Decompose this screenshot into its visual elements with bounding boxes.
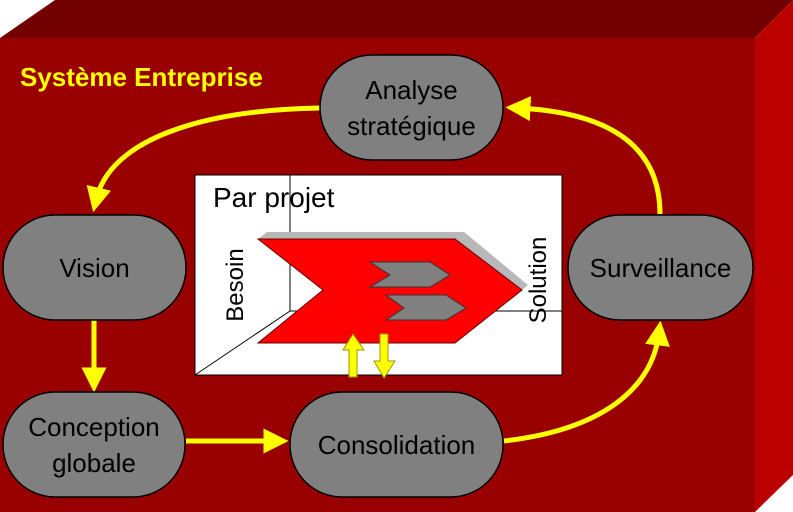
axis-line [194, 310, 291, 376]
arrow-surveillance-to-analyse [505, 96, 663, 215]
panel-title: Par projet [213, 182, 335, 213]
node-vision [2, 214, 187, 321]
up-arrow-icon [342, 333, 365, 378]
arrow-consolidation-to-surveillance [503, 320, 670, 444]
box-side-face [755, 0, 793, 512]
box-top-face [0, 0, 793, 38]
red-chevron [256, 238, 523, 344]
node-label-surveillance: Surveillance [589, 252, 732, 283]
node-label-analyse: Analyse stratégique [347, 74, 476, 141]
connectors [81, 96, 670, 454]
node-label-consolidation: Consolidation [317, 429, 476, 460]
node-analyse [319, 54, 504, 161]
node-label-vision: Vision [59, 252, 130, 283]
diagram-title: Système Entreprise [20, 62, 263, 92]
small-chevron [384, 294, 467, 321]
node-surveillance [567, 214, 754, 321]
axis-label-solution: Solution [525, 236, 552, 324]
axis-label-besoin: Besoin [222, 248, 249, 322]
node-label-conception: Conception globale [28, 411, 160, 478]
node-conception [2, 391, 186, 498]
chevron-shadow [258, 232, 528, 290]
arrow-analyse-to-vision [86, 105, 321, 213]
small-chevron [368, 261, 451, 288]
down-arrow-icon [373, 333, 396, 379]
node-consolidation [289, 391, 504, 498]
